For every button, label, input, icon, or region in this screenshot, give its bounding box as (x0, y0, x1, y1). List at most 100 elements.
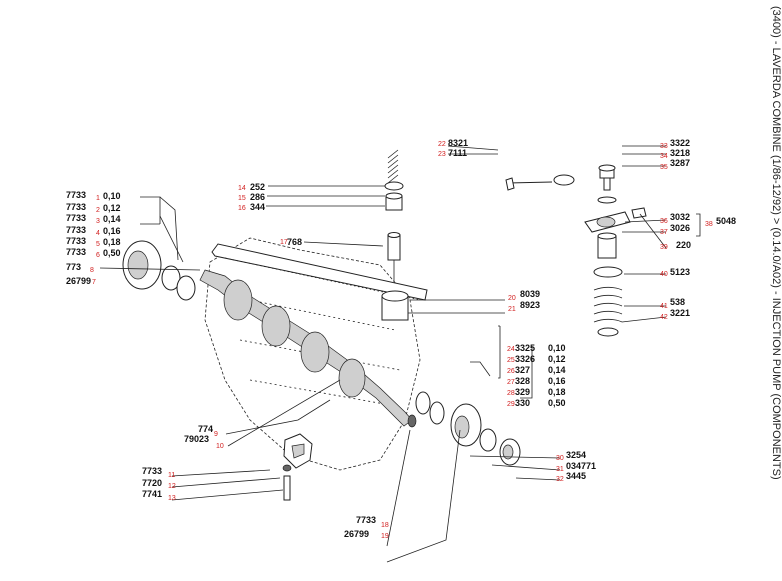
callout-part-19: 26799 (344, 529, 369, 539)
callout-part-3: 7733 (66, 213, 86, 223)
bearing-cap (282, 433, 313, 501)
control-rack (211, 243, 428, 301)
callout-index-21: 21 (508, 306, 516, 313)
callout-part-30: 3254 (566, 450, 586, 460)
callout-index-18: 18 (381, 522, 389, 529)
callout-index-29: 29 (507, 401, 515, 408)
callout-value-28: 0,18 (548, 387, 566, 397)
callout-part-31: 034771 (566, 461, 596, 471)
callout-part-24: 3325 (515, 343, 535, 353)
callout-index-30: 30 (556, 455, 564, 462)
callout-part-28: 329 (515, 387, 530, 397)
callout-index-42: 42 (660, 314, 668, 321)
callout-index-36: 36 (660, 218, 668, 225)
callout-index-25: 25 (507, 357, 515, 364)
callout-part-9: 774 (198, 424, 213, 434)
callout-part-11: 7733 (142, 466, 162, 476)
callout-index-39: 39 (660, 244, 668, 251)
center-element (381, 149, 409, 321)
callout-part-37: 3026 (670, 223, 690, 233)
callout-index-15: 15 (238, 195, 246, 202)
right-element (505, 164, 647, 337)
callout-index-38: 38 (705, 221, 713, 228)
callout-index-2: 2 (96, 207, 100, 214)
callout-part-41: 538 (670, 297, 685, 307)
callout-value-29: 0,50 (548, 398, 566, 408)
right-bearing (415, 391, 521, 466)
shim-bracket-right (470, 325, 501, 379)
callout-part-21: 8923 (520, 300, 540, 310)
callout-index-41: 41 (660, 303, 668, 310)
callout-part-42: 3221 (670, 308, 690, 318)
callout-index-27: 27 (507, 379, 515, 386)
leader-lines (99, 145, 667, 563)
callout-part-4: 7733 (66, 225, 86, 235)
callout-part-14: 252 (250, 182, 265, 192)
callout-part-7: 26799 (66, 276, 91, 286)
callout-part-18: 7733 (356, 515, 376, 525)
callout-index-28: 28 (507, 390, 515, 397)
callout-index-32: 32 (556, 476, 564, 483)
callout-value-24: 0,10 (548, 343, 566, 353)
left-bearing (122, 240, 196, 301)
callout-index-12: 12 (168, 483, 176, 490)
shim-bracket-left (140, 196, 184, 263)
callout-part-12: 7720 (142, 478, 162, 488)
callout-index-23: 23 (438, 151, 446, 158)
callout-part-2: 7733 (66, 202, 86, 212)
callout-part-10: 79023 (184, 434, 209, 444)
callout-value-2: 0,12 (103, 203, 121, 213)
callout-index-19: 19 (381, 533, 389, 540)
callout-labels: 7733 1 0,10 7733 2 0,12 7733 3 0,14 7733… (66, 138, 736, 540)
callout-index-5: 5 (96, 241, 100, 248)
callout-part-39: 220 (676, 240, 691, 250)
callout-value-4: 0,16 (103, 226, 121, 236)
callout-index-13: 13 (168, 495, 176, 502)
callout-value-26: 0,14 (548, 365, 566, 375)
callout-value-1: 0,10 (103, 191, 121, 201)
callout-part-17: 768 (287, 237, 302, 247)
callout-part-25: 3326 (515, 354, 535, 364)
callout-value-6: 0,50 (103, 248, 121, 258)
callout-index-24: 24 (507, 346, 515, 353)
callout-index-37: 37 (660, 229, 668, 236)
callout-part-20: 8039 (520, 289, 540, 299)
callout-index-40: 40 (660, 271, 668, 278)
callout-index-31: 31 (556, 466, 564, 473)
callout-index-8: 8 (90, 267, 94, 274)
callout-part-36: 3032 (670, 212, 690, 222)
callout-part-5: 7733 (66, 236, 86, 246)
callout-part-34: 3218 (670, 148, 690, 158)
callout-index-26: 26 (507, 368, 515, 375)
callout-index-1: 1 (96, 195, 100, 202)
callout-value-5: 0,18 (103, 237, 121, 247)
callout-part-1: 7733 (66, 190, 86, 200)
callout-index-7: 7 (92, 279, 96, 286)
callout-part-8: 773 (66, 262, 81, 272)
callout-part-40: 5123 (670, 267, 690, 277)
callout-part-26: 327 (515, 365, 530, 375)
callout-index-14: 14 (238, 185, 246, 192)
callout-index-9: 9 (214, 431, 218, 438)
callout-index-6: 6 (96, 252, 100, 259)
callout-value-3: 0,14 (103, 214, 121, 224)
bracket-38 (696, 213, 701, 237)
callout-value-27: 0,16 (548, 376, 566, 386)
callout-value-25: 0,12 (548, 354, 566, 364)
callout-part-23: 7111 (448, 148, 467, 158)
callout-part-16: 344 (250, 202, 265, 212)
callout-part-29: 330 (515, 398, 530, 408)
callout-part-33: 3322 (670, 138, 690, 148)
callout-index-35: 35 (660, 164, 668, 171)
callout-index-22: 22 (438, 141, 446, 148)
callout-index-17: 17 (280, 239, 288, 246)
callout-part-15: 286 (250, 192, 265, 202)
callout-index-4: 4 (96, 230, 100, 237)
callout-part-13: 7741 (142, 489, 162, 499)
callout-part-6: 7733 (66, 247, 86, 257)
callout-index-34: 34 (660, 153, 668, 160)
callout-index-10: 10 (216, 443, 224, 450)
camshaft (199, 269, 417, 428)
callout-part-38: 5048 (716, 216, 736, 226)
